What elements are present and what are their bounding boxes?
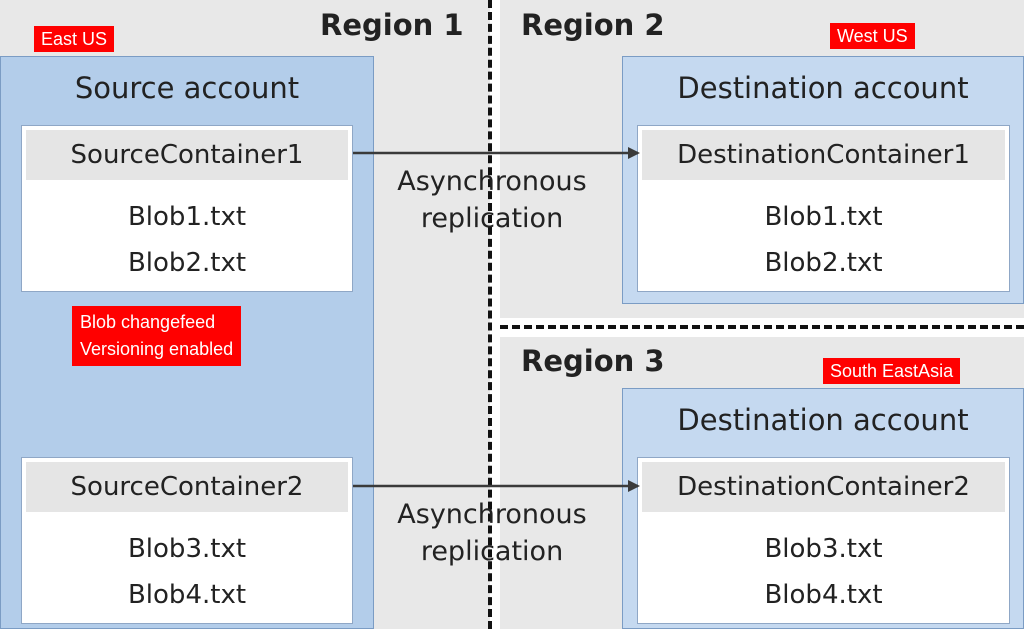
source-container-1: SourceContainer1 Blob1.txt Blob2.txt xyxy=(21,125,353,292)
replication-label-2: Asynchronous replication xyxy=(372,496,612,570)
region-divider-vertical xyxy=(488,0,492,629)
replication-line-2: replication xyxy=(420,203,564,234)
blob-item: Blob3.txt xyxy=(764,534,883,564)
west-us-badge: West US xyxy=(830,23,915,49)
region-1-title: Region 1 xyxy=(320,8,464,42)
destination-container-1: DestinationContainer1 Blob1.txt Blob2.tx… xyxy=(637,125,1010,292)
region-2-title: Region 2 xyxy=(521,8,665,42)
destination-container-1-name: DestinationContainer1 xyxy=(642,130,1005,180)
south-eastasia-badge: South EastAsia xyxy=(823,358,961,384)
destination-container-2-name: DestinationContainer2 xyxy=(642,462,1005,512)
blob-item: Blob4.txt xyxy=(764,580,883,610)
versioning-label: Versioning enabled xyxy=(80,339,234,359)
replication-line-2: replication xyxy=(420,536,564,567)
source-account-title: Source account xyxy=(74,71,300,105)
source-container-2: SourceContainer2 Blob3.txt Blob4.txt xyxy=(21,457,353,624)
replication-line-1: Asynchronous xyxy=(397,499,587,530)
blob-item: Blob1.txt xyxy=(127,202,247,232)
region-divider-horizontal xyxy=(500,325,1024,329)
blob-item: Blob2.txt xyxy=(764,248,883,278)
destination-account-2-title: Destination account xyxy=(677,403,969,437)
replication-line-1: Asynchronous xyxy=(397,166,587,197)
destination-container-2: DestinationContainer2 Blob3.txt Blob4.tx… xyxy=(637,457,1010,624)
changefeed-label: Blob changefeed xyxy=(80,312,216,332)
replication-label-1: Asynchronous replication xyxy=(372,163,612,237)
east-us-badge: East US xyxy=(34,26,115,52)
source-container-2-name: SourceContainer2 xyxy=(26,462,348,512)
source-features-badge: Blob changefeed Versioning enabled xyxy=(72,306,242,366)
destination-account-1-title: Destination account xyxy=(677,71,969,105)
blob-item: Blob4.txt xyxy=(127,580,247,610)
blob-item: Blob3.txt xyxy=(127,534,247,564)
blob-item: Blob2.txt xyxy=(127,248,247,278)
region-3-title: Region 3 xyxy=(521,344,665,378)
blob-item: Blob1.txt xyxy=(764,202,883,232)
source-container-1-name: SourceContainer1 xyxy=(26,130,348,180)
